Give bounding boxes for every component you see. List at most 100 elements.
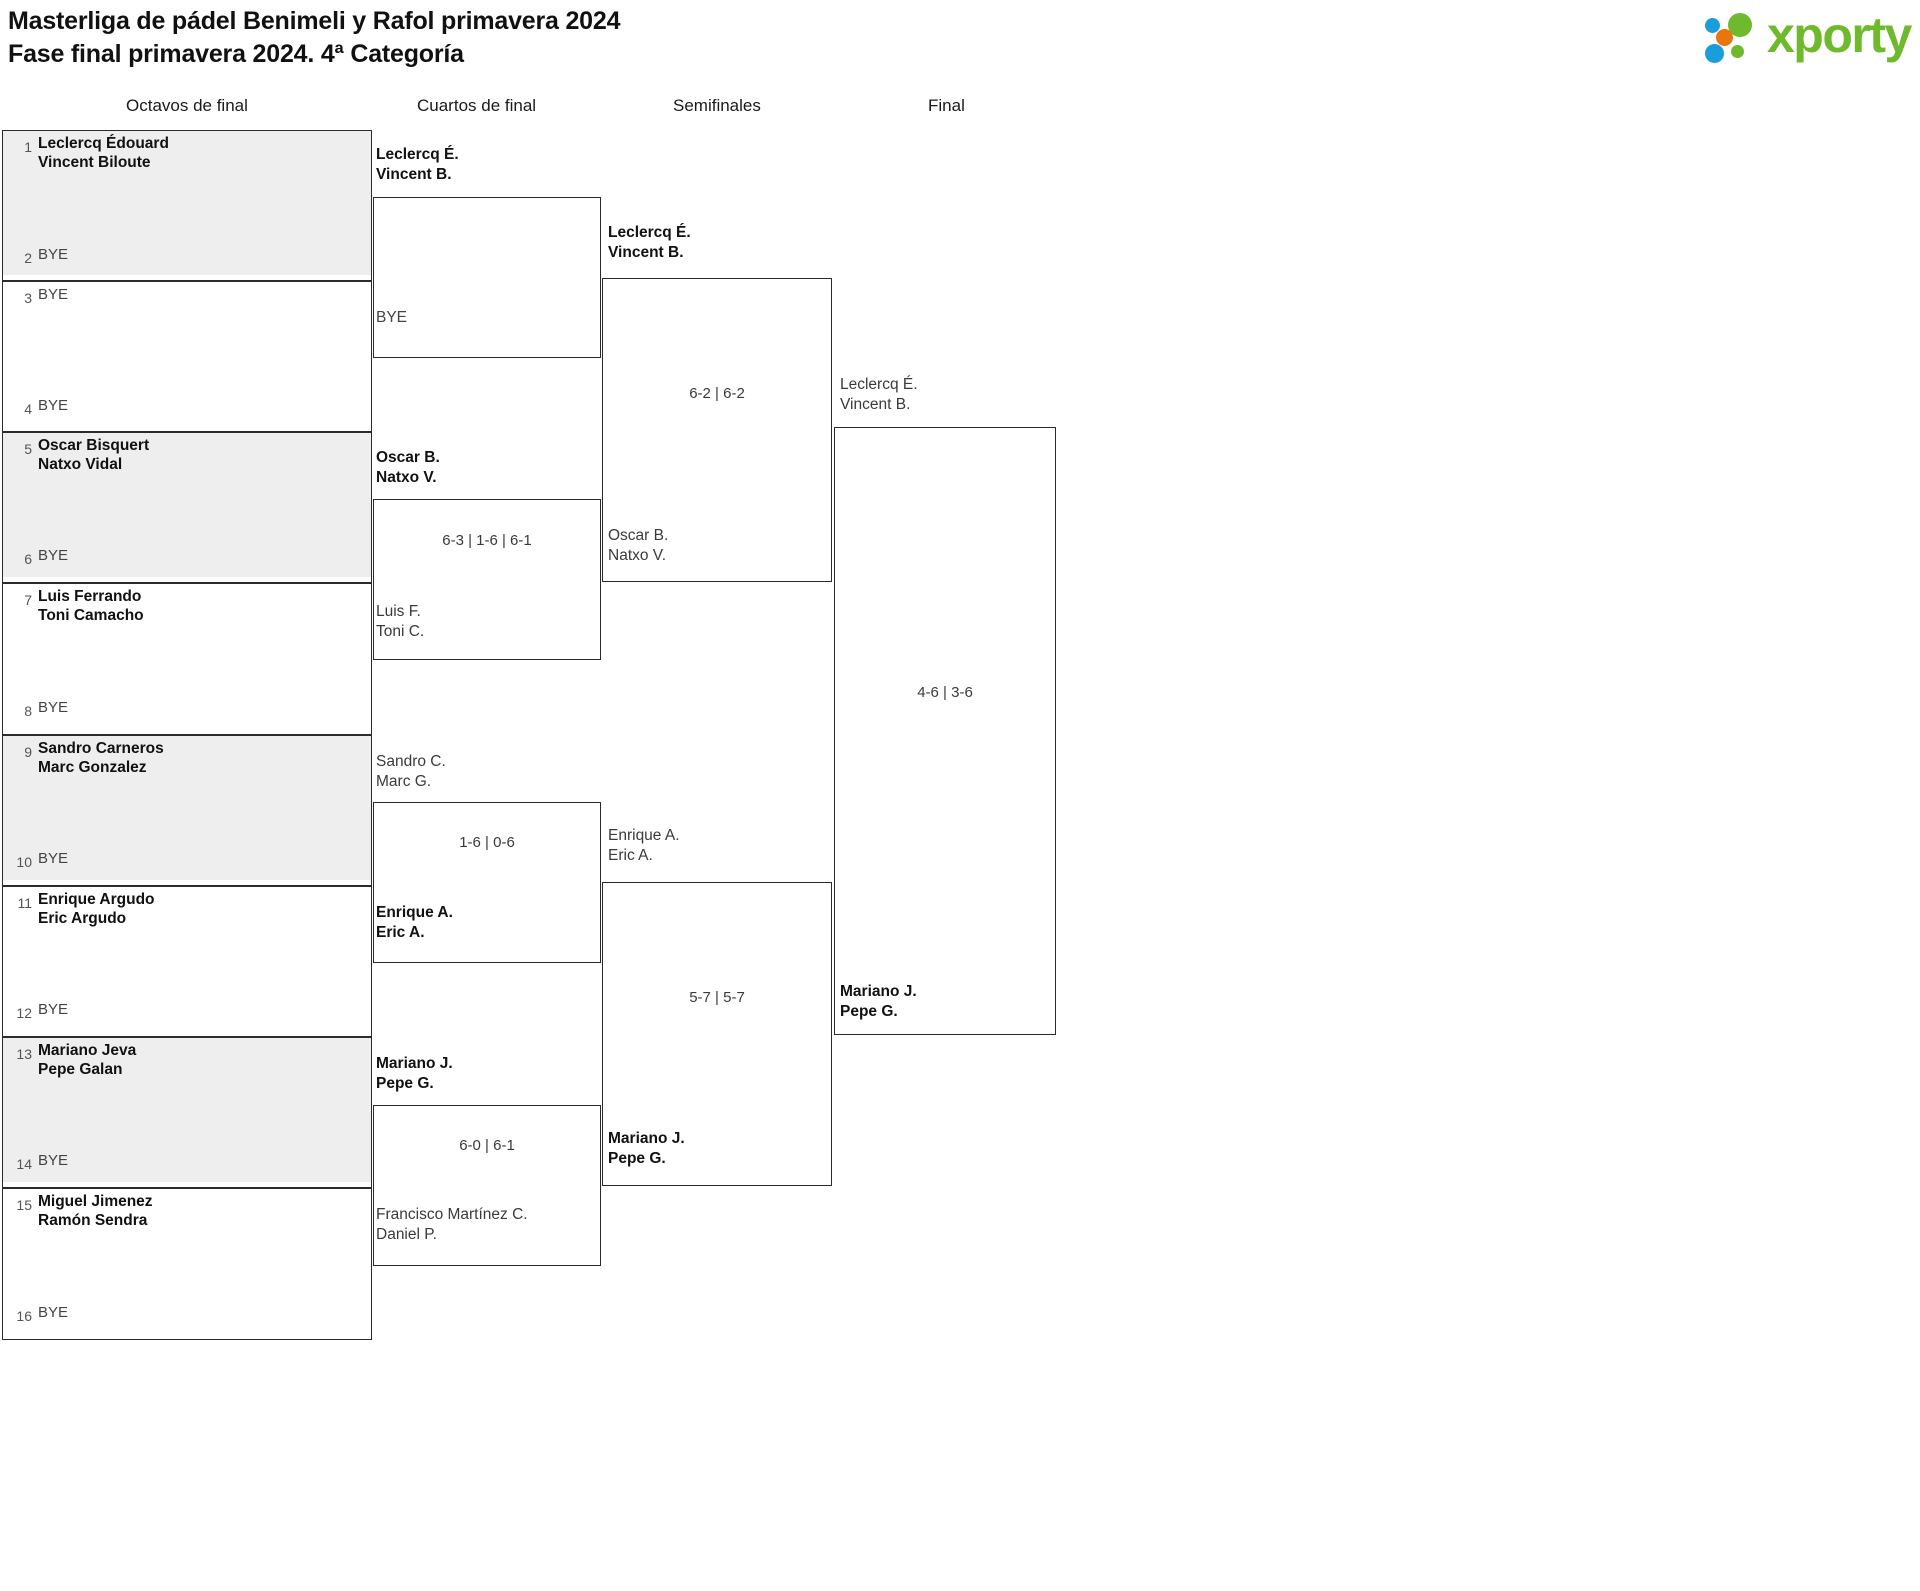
- r16-shade-1: [2, 130, 372, 275]
- qf3-top-entrant[interactable]: Sandro C. Marc G.: [376, 752, 446, 791]
- r16-slot-7[interactable]: 7 Luis Ferrando Toni Camacho: [6, 587, 144, 625]
- qf2-score: 6-3 | 1-6 | 6-1: [442, 532, 532, 549]
- r16-slot-16[interactable]: 16 BYE: [6, 1303, 68, 1325]
- qf1-top-entrant[interactable]: Leclercq É. Vincent B.: [376, 145, 459, 184]
- r16-match-3[interactable]: [2, 432, 372, 583]
- final-score: 4-6 | 3-6: [917, 684, 973, 701]
- entrant-line1: Enrique A.: [376, 904, 453, 921]
- sf-match-2[interactable]: [602, 882, 832, 1186]
- r16-shade-4: [2, 1037, 372, 1182]
- final-top-entrant[interactable]: Leclercq É. Vincent B.: [840, 375, 918, 414]
- final-bottom-entrant[interactable]: Mariano J. Pepe G.: [840, 982, 917, 1021]
- seed-number: 13: [16, 1046, 32, 1062]
- r16-match-8[interactable]: [2, 1188, 372, 1340]
- entrant-line1: Mariano J.: [376, 1055, 453, 1072]
- r16-slot-15[interactable]: 15 Miguel Jimenez Ramón Sendra: [6, 1192, 153, 1230]
- entrant-line2: Toni Camacho: [38, 607, 144, 624]
- r16-slot-2[interactable]: 2 BYE: [6, 245, 68, 267]
- qf3-score: 1-6 | 0-6: [459, 834, 515, 851]
- qf4-score: 6-0 | 6-1: [459, 1137, 515, 1154]
- entrant-line2: Pepe G.: [608, 1149, 666, 1167]
- entrant-names: BYE: [38, 397, 69, 414]
- logo-wordmark: xporty: [1767, 7, 1912, 63]
- sf2-top-entrant[interactable]: Enrique A. Eric A.: [608, 826, 680, 865]
- page-title: Masterliga de pádel Benimeli y Rafol pri…: [8, 5, 620, 71]
- seed-number: 7: [24, 592, 32, 608]
- entrant-names: Enrique Argudo Eric Argudo: [38, 890, 155, 928]
- round-header-semifinales: Semifinales: [673, 96, 761, 115]
- qf-match-1[interactable]: [373, 197, 601, 358]
- entrant-line2: Daniel P.: [376, 1225, 437, 1243]
- entrant-line1: Enrique A.: [608, 827, 680, 844]
- seed-number: 4: [24, 401, 32, 417]
- entrant-line1: Sandro C.: [376, 753, 446, 770]
- r16-shade-3: [2, 735, 372, 880]
- sf-match-1[interactable]: [602, 278, 832, 582]
- r16-match-6[interactable]: [2, 886, 372, 1037]
- r16-match-5[interactable]: [2, 735, 372, 886]
- sf2-bottom-entrant[interactable]: Mariano J. Pepe G.: [608, 1129, 685, 1168]
- entrant-line2: Vincent Biloute: [38, 154, 151, 171]
- entrant-names: Miguel Jimenez Ramón Sendra: [38, 1192, 153, 1230]
- r16-match-7[interactable]: [2, 1037, 372, 1188]
- seed-number: 16: [16, 1308, 32, 1324]
- entrant-names: BYE: [38, 286, 69, 303]
- qf-match-2[interactable]: [373, 499, 601, 660]
- seed-number: 15: [16, 1197, 32, 1213]
- seed-number: 8: [24, 703, 32, 719]
- round-header-final: Final: [928, 96, 965, 115]
- entrant-line2: Vincent B.: [376, 165, 452, 183]
- r16-match-1[interactable]: [2, 130, 372, 281]
- round-header-octavos: Octavos de final: [126, 96, 248, 115]
- sf1-top-entrant[interactable]: Leclercq É. Vincent B.: [608, 223, 691, 262]
- qf2-top-entrant[interactable]: Oscar B. Natxo V.: [376, 448, 440, 487]
- entrant-names: BYE: [38, 547, 69, 564]
- entrant-line1: Mariano Jeva: [38, 1042, 137, 1059]
- qf3-bottom-entrant[interactable]: Enrique A. Eric A.: [376, 903, 453, 942]
- r16-slot-5[interactable]: 5 Oscar Bisquert Natxo Vidal: [6, 436, 149, 474]
- r16-slot-8[interactable]: 8 BYE: [6, 698, 68, 720]
- entrant-line1: Leclercq É.: [840, 376, 918, 393]
- entrant-names: BYE: [38, 246, 69, 263]
- qf-match-3[interactable]: [373, 802, 601, 963]
- r16-slot-12[interactable]: 12 BYE: [6, 1000, 68, 1022]
- r16-slot-13[interactable]: 13 Mariano Jeva Pepe Galan: [6, 1041, 136, 1079]
- entrant-line2: Toni C.: [376, 622, 425, 640]
- entrant-line1: Francisco Martínez C.: [376, 1206, 528, 1223]
- r16-slot-14[interactable]: 14 BYE: [6, 1151, 68, 1173]
- entrant-line1: Oscar Bisquert: [38, 437, 150, 454]
- entrant-line1: Luis Ferrando: [38, 588, 142, 605]
- qf4-bottom-entrant[interactable]: Francisco Martínez C. Daniel P.: [376, 1205, 528, 1244]
- entrant-names: BYE: [38, 1001, 69, 1018]
- entrant-line1: Sandro Carneros: [38, 740, 164, 757]
- r16-slot-6[interactable]: 6 BYE: [6, 546, 68, 568]
- r16-slot-9[interactable]: 9 Sandro Carneros Marc Gonzalez: [6, 739, 164, 777]
- seed-number: 2: [24, 250, 32, 266]
- entrant-line1: Luis F.: [376, 603, 421, 620]
- sf1-bottom-entrant[interactable]: Oscar B. Natxo V.: [608, 526, 668, 565]
- entrant-names: BYE: [38, 1304, 69, 1321]
- entrant-line2: Eric A.: [376, 923, 425, 941]
- seed-number: 6: [24, 551, 32, 567]
- entrant-line2: Vincent B.: [840, 395, 911, 413]
- qf-match-4[interactable]: [373, 1105, 601, 1266]
- entrant-names: BYE: [38, 1152, 69, 1169]
- r16-match-2[interactable]: [2, 281, 372, 432]
- r16-slot-4[interactable]: 4 BYE: [6, 396, 68, 418]
- entrant-line2: Vincent B.: [608, 243, 684, 261]
- r16-match-4[interactable]: [2, 583, 372, 735]
- entrant-names: BYE: [38, 850, 69, 867]
- r16-slot-10[interactable]: 10 BYE: [6, 849, 68, 871]
- final-match[interactable]: [834, 427, 1056, 1035]
- r16-slot-11[interactable]: 11 Enrique Argudo Eric Argudo: [6, 890, 155, 928]
- r16-slot-1[interactable]: 1 Leclercq Édouard Vincent Biloute: [6, 134, 169, 172]
- r16-slot-3[interactable]: 3 BYE: [6, 285, 68, 307]
- qf2-bottom-entrant[interactable]: Luis F. Toni C.: [376, 602, 424, 641]
- xporty-logo[interactable]: xporty: [1705, 7, 1912, 66]
- entrant-line2: Eric A.: [608, 846, 653, 864]
- seed-number: 3: [24, 290, 32, 306]
- qf1-bottom-entrant[interactable]: BYE: [376, 308, 407, 328]
- entrant-line1: Miguel Jimenez: [38, 1193, 153, 1210]
- qf4-top-entrant[interactable]: Mariano J. Pepe G.: [376, 1054, 453, 1093]
